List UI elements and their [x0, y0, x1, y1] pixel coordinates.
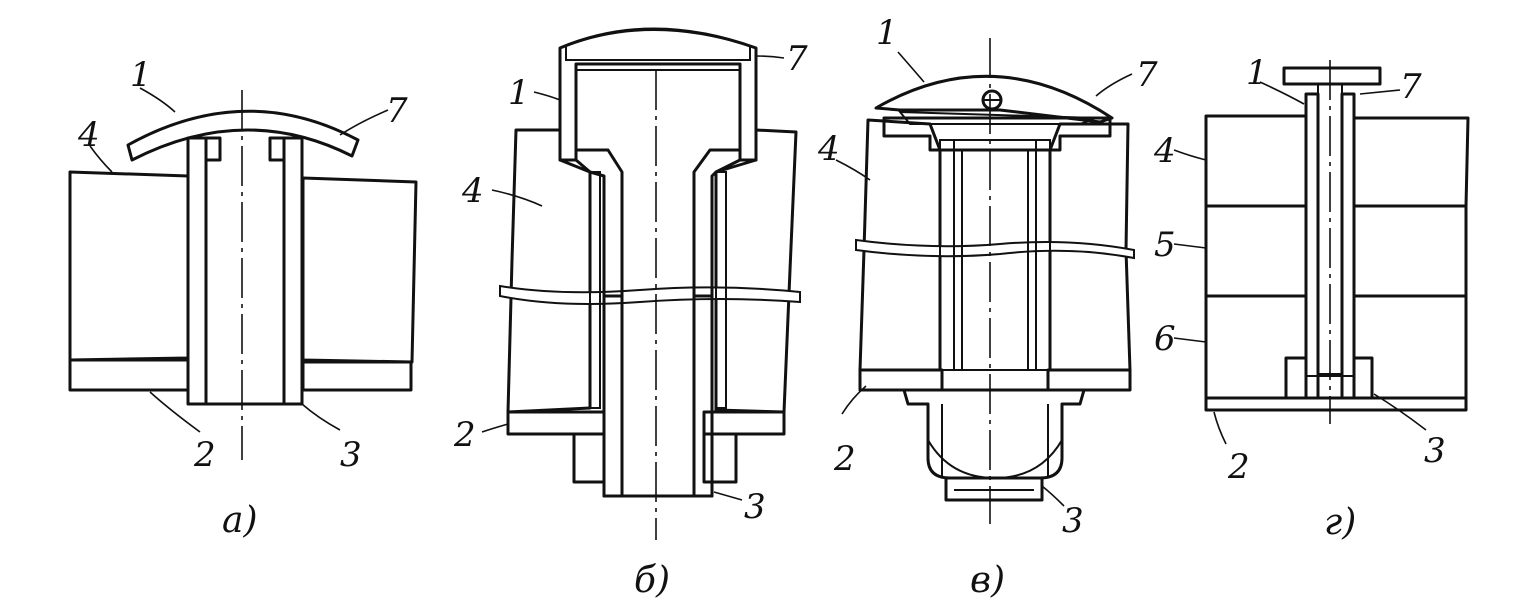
tube-wall-right: [282, 136, 304, 406]
label-4: 4: [1153, 131, 1176, 171]
label-5: 5: [1154, 225, 1176, 265]
layer-4-left: [1204, 114, 1308, 208]
label-7: 7: [1136, 55, 1158, 95]
backing-plate-left: [68, 358, 190, 392]
figure-b: 1 7 4 2 3 б): [453, 27, 808, 601]
figure-g: 1 7 4 5 6 2 3 г): [1153, 53, 1470, 543]
label-1: 1: [130, 55, 152, 95]
label-2: 2: [453, 415, 476, 455]
panel-right: [301, 176, 418, 364]
label-1: 1: [508, 73, 530, 113]
layer-4-right: [1352, 116, 1470, 208]
tube-wall-left: [1304, 92, 1320, 400]
label-2: 2: [833, 439, 856, 479]
label-4: 4: [817, 129, 840, 169]
figure-v: 1 7 4 2 3 в): [817, 13, 1158, 601]
layer-5-left: [1204, 204, 1308, 298]
label-2: 2: [193, 435, 216, 475]
nut: [902, 388, 1086, 480]
label-3: 3: [340, 435, 362, 475]
label-6: 6: [1154, 319, 1176, 359]
backing-plate: [1204, 396, 1468, 412]
layer-5-right: [1352, 204, 1468, 298]
label-1: 1: [876, 13, 898, 53]
panel-right: [714, 128, 798, 414]
backing-plate-left: [506, 410, 606, 436]
backing-plate-right: [301, 360, 413, 392]
panel-left: [68, 170, 190, 362]
top-head: [1282, 66, 1382, 86]
label-4: 4: [461, 171, 484, 211]
layer-6-left: [1204, 294, 1308, 400]
caption-g: г): [1324, 502, 1356, 543]
label-3: 3: [1424, 431, 1446, 471]
panel-left: [506, 128, 592, 414]
label-7: 7: [386, 91, 408, 131]
tube-wall-left: [186, 136, 208, 406]
label-1: 1: [1246, 53, 1268, 93]
label-2: 2: [1227, 447, 1250, 487]
backing-plate-right: [702, 410, 786, 436]
label-7: 7: [786, 39, 808, 79]
caption-b: б): [634, 560, 670, 601]
top-cap: [558, 27, 758, 162]
caption-v: в): [970, 560, 1005, 601]
label-7: 7: [1400, 67, 1422, 107]
label-4: 4: [77, 115, 100, 155]
label-3: 3: [744, 487, 766, 527]
backing-plate-right: [1046, 368, 1132, 392]
label-3: 3: [1062, 501, 1084, 541]
caption-a: а): [222, 500, 258, 541]
figure-a: 1 7 4 2 3 а): [68, 55, 418, 541]
tube-wall-right: [1340, 92, 1356, 400]
backing-plate-left: [858, 368, 944, 392]
curved-cap: [126, 109, 360, 162]
